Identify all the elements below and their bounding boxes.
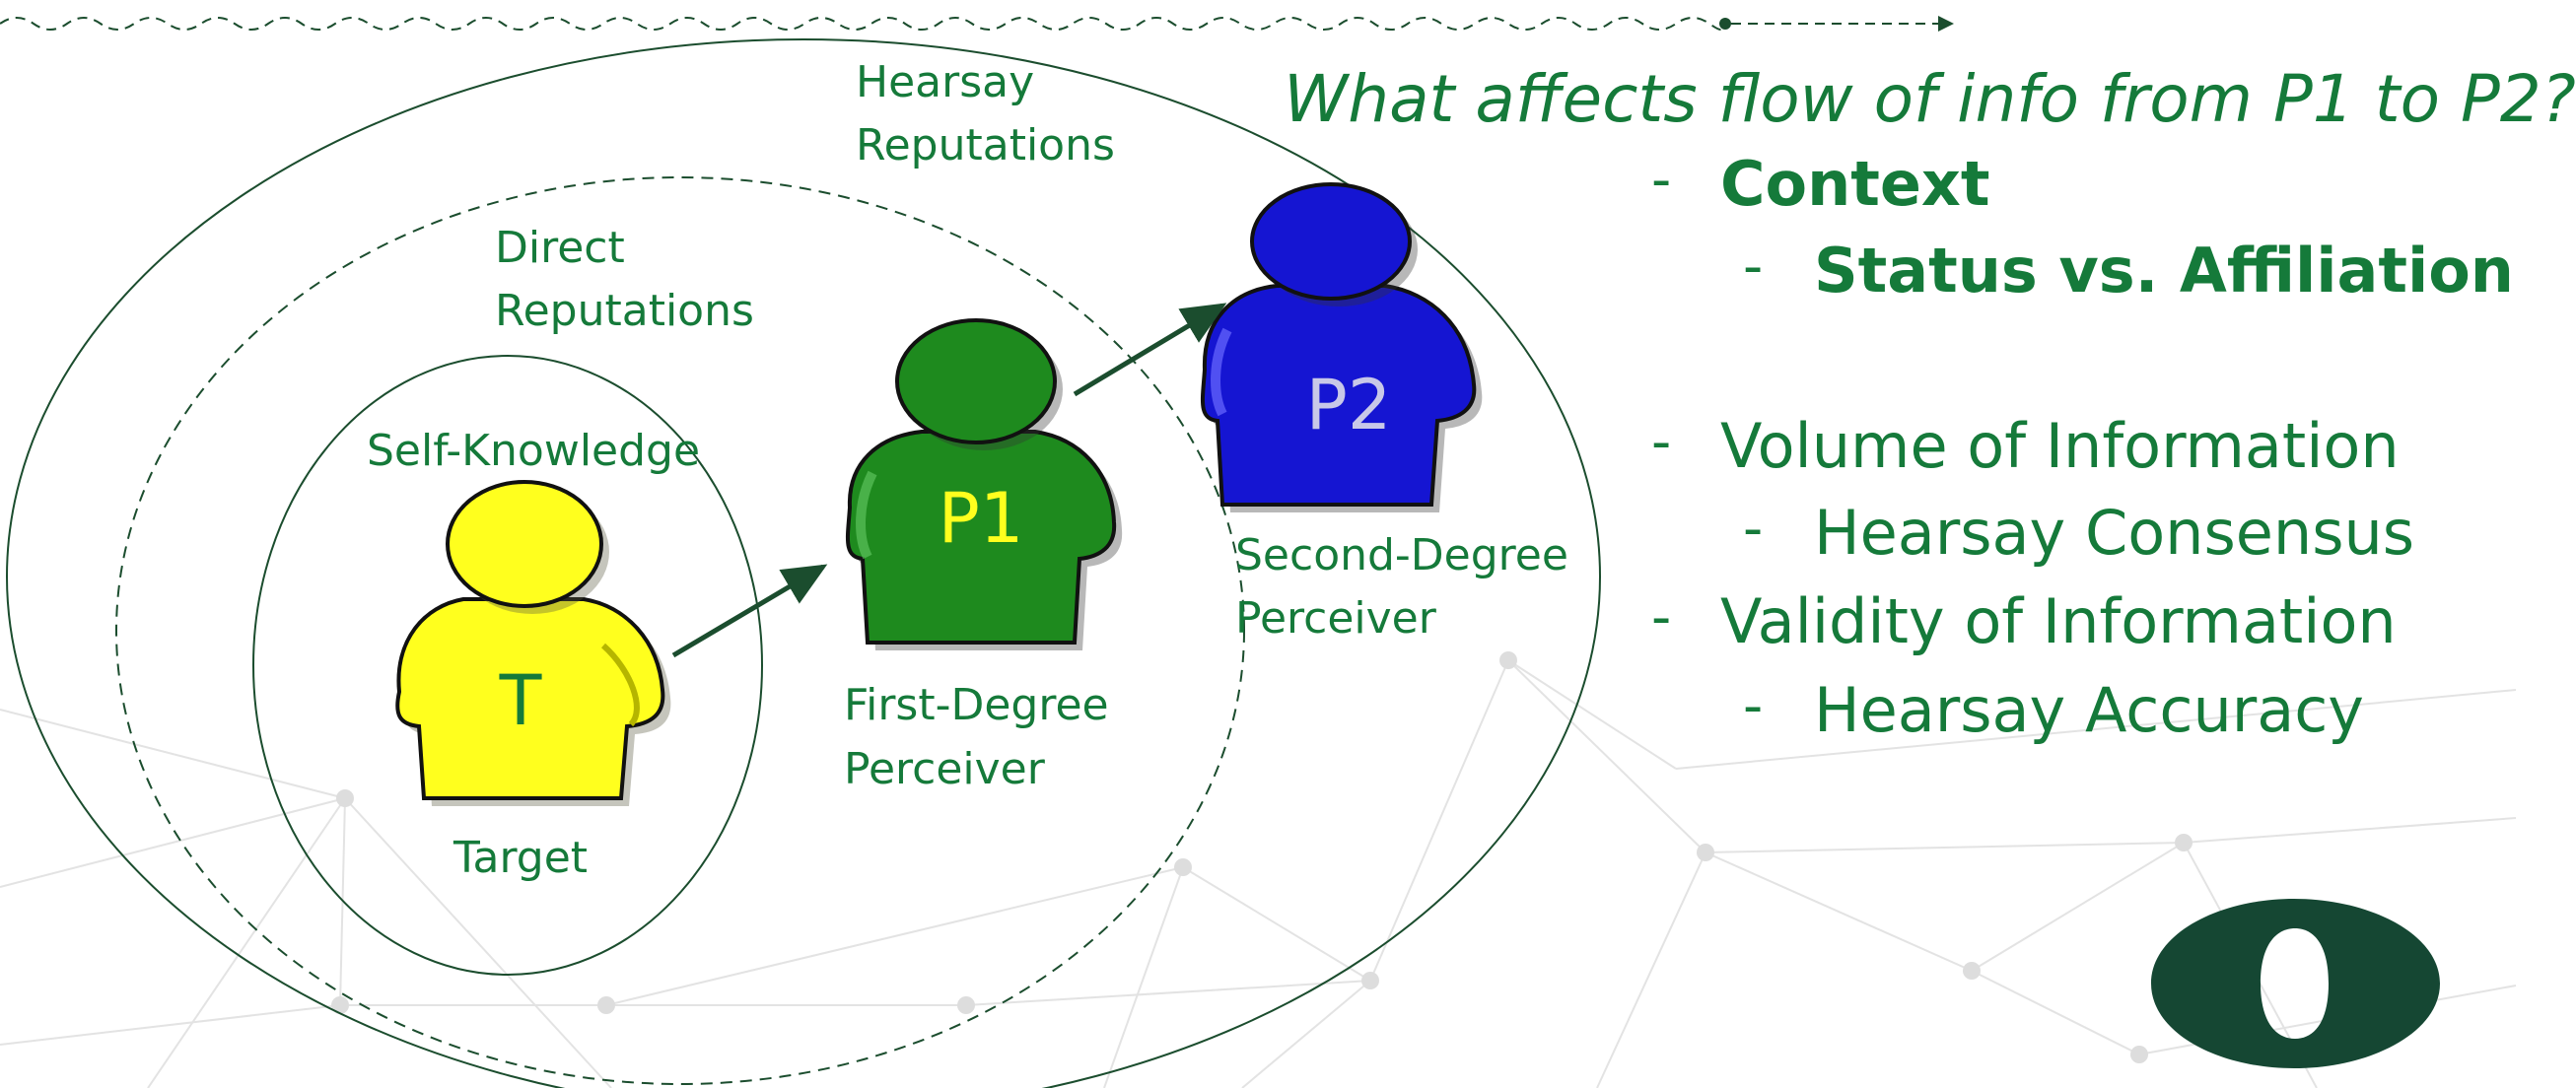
first-degree-person-icon: [846, 318, 1123, 650]
p1-label-line1: First-Degree: [844, 680, 1109, 730]
p1-label-line2: Perceiver: [844, 744, 1046, 794]
self-knowledge-label: Self-Knowledge: [367, 426, 700, 476]
bullet-volume: Volume of Information: [1720, 410, 2400, 482]
bullet-status-affiliation: Status vs. Affiliation: [1814, 235, 2514, 306]
arrow-p1-to-p2: [1073, 303, 1227, 397]
bullet-hearsay-consensus: Hearsay Consensus: [1814, 497, 2415, 569]
oregon-o-logo-icon: [2151, 899, 2440, 1068]
bullet-dash: -: [1651, 148, 1672, 212]
bullet-context: Context: [1720, 148, 1990, 220]
hearsay-label-line1: Hearsay: [856, 57, 1034, 107]
hearsay-label-line2: Reputations: [856, 120, 1115, 170]
target-person-icon: [395, 480, 671, 806]
bullet-dash: -: [1651, 585, 1672, 649]
top-decorative-line: [0, 16, 1954, 32]
bullet-dash: -: [1743, 235, 1764, 299]
direct-label-line1: Direct: [495, 223, 625, 273]
second-degree-person-icon: [1201, 182, 1483, 512]
p2-label-line2: Perceiver: [1235, 593, 1437, 644]
target-letter: T: [499, 660, 542, 741]
p2-letter: P2: [1306, 365, 1392, 445]
arrow-target-to-p1: [671, 564, 828, 658]
p2-label-line1: Second-Degree: [1235, 530, 1568, 580]
direct-label-line2: Reputations: [495, 286, 754, 336]
bullet-dash: -: [1651, 410, 1672, 474]
direct-reputations-ellipse: [115, 176, 1245, 1085]
p1-letter: P1: [939, 478, 1024, 559]
bullet-validity: Validity of Information: [1720, 585, 2397, 657]
target-label: Target: [453, 833, 588, 883]
hearsay-reputations-ellipse: [6, 38, 1601, 1088]
bullet-dash: -: [1743, 497, 1764, 561]
slide-canvas: Hearsay Reputations Direct Reputations S…: [0, 16, 2517, 1088]
self-knowledge-ellipse: [252, 355, 763, 976]
background-network-nodes: [331, 651, 2193, 1063]
bullet-hearsay-accuracy: Hearsay Accuracy: [1814, 674, 2364, 746]
question-heading: What affects flow of info from P1 to P2?: [1284, 61, 2576, 137]
bullet-dash: -: [1743, 674, 1764, 738]
